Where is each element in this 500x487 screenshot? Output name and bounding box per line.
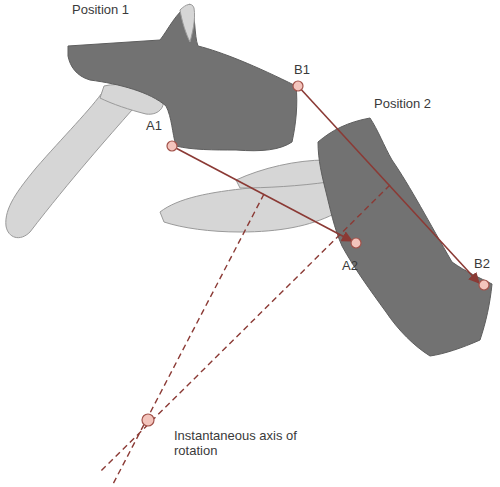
displacement-line xyxy=(298,86,479,283)
position-label: Position 2 xyxy=(374,96,431,111)
point-label: A1 xyxy=(146,118,162,133)
process-tip xyxy=(180,4,195,42)
landmark-point xyxy=(479,280,489,290)
landmark-point xyxy=(351,238,361,248)
spinous-process xyxy=(6,84,135,238)
vertebral-body xyxy=(68,4,297,151)
axis-label: Instantaneous axis of rotation xyxy=(174,428,304,458)
point-label: B1 xyxy=(294,62,310,77)
articular-process xyxy=(236,160,334,188)
displacement-line xyxy=(172,146,352,241)
bisector-line xyxy=(100,185,390,472)
axis-point xyxy=(142,414,154,426)
point-label: B2 xyxy=(474,256,490,271)
landmark-point xyxy=(293,81,303,91)
landmark-point xyxy=(167,141,177,151)
position-label: Position 1 xyxy=(72,2,129,17)
point-label: A2 xyxy=(342,258,358,273)
